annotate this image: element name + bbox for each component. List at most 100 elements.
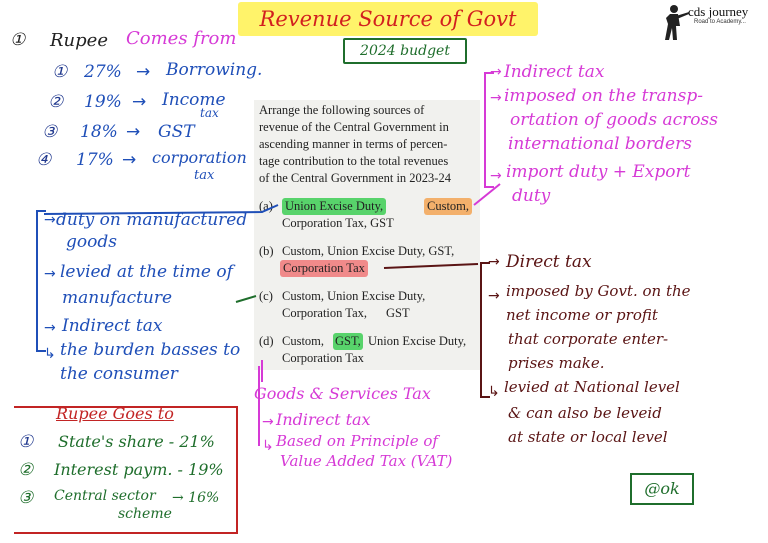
- list-item-pct: 19%: [84, 92, 122, 112]
- page-title: Revenue Source of Govt: [238, 2, 538, 36]
- arrow-icon: →: [126, 122, 141, 142]
- arrow-icon: ↳: [44, 346, 56, 362]
- excise-note: Indirect tax: [62, 316, 163, 336]
- rupee-comes-heading: Rupee: [50, 30, 108, 51]
- question-line: of the Central Government in 2023-24: [259, 171, 451, 185]
- corp-note: prises make.: [508, 354, 605, 372]
- list-item-label: corporation: [152, 148, 247, 167]
- arrow-icon: →: [490, 64, 502, 80]
- gst-bracket: [258, 366, 264, 446]
- connector-corp: [383, 263, 479, 269]
- rupee-goes-item-2: scheme: [118, 506, 172, 522]
- question-line: revenue of the Central Government in: [259, 120, 449, 134]
- option-label: (d): [259, 334, 274, 348]
- option-b-corp: Corporation Tax: [280, 260, 368, 277]
- rupee-goes-heading: Rupee Goes to: [56, 404, 174, 423]
- list-item-num: ②: [18, 460, 34, 480]
- custom-note: imposed on the transp-: [504, 86, 703, 106]
- excise-note: the consumer: [60, 364, 178, 384]
- corp-note: imposed by Govt. on the: [506, 282, 691, 300]
- question-line: ascending manner in terms of percen-: [259, 137, 448, 151]
- option-a-text: Union Excise Duty,: [282, 198, 387, 215]
- excise-note: the burden basses to: [60, 340, 241, 360]
- list-item-label: GST: [158, 122, 195, 142]
- question-line: tage contribution to the total revenues: [259, 154, 449, 168]
- excise-bracket: [36, 210, 46, 352]
- arrow-icon: →: [44, 320, 56, 336]
- custom-note: import duty + Export: [506, 162, 691, 182]
- custom-note: ortation of goods across: [510, 110, 718, 130]
- gst-note: Value Added Tax (VAT): [280, 452, 453, 470]
- excise-note: levied at the time of: [60, 262, 233, 282]
- list-item-label: Income: [162, 90, 226, 110]
- list-item-label-2: tax: [194, 168, 215, 183]
- list-item-pct: 27%: [84, 62, 122, 82]
- answer-box: @ok: [630, 473, 694, 505]
- corp-bracket: [480, 262, 490, 398]
- logo-name: cds journey: [688, 4, 749, 19]
- corp-note: levied at National level: [504, 378, 680, 396]
- budget-tag: 2024 budget: [343, 38, 467, 64]
- option-b-text: Custom, Union Excise Duty, GST,: [282, 244, 455, 258]
- gst-note: Goods & Services Tax: [254, 384, 431, 403]
- option-label: (b): [259, 244, 274, 258]
- option-c-text: Custom, Union Excise Duty,: [282, 289, 426, 303]
- option-d-text-c: Union Excise Duty,: [368, 334, 467, 348]
- list-item-pct: 17%: [76, 150, 114, 170]
- list-item-num: ①: [52, 62, 68, 82]
- question-card: [254, 100, 480, 370]
- list-item-num: ①: [18, 432, 34, 452]
- excise-note: manufacture: [62, 288, 173, 308]
- option-a-custom: Custom,: [424, 198, 473, 215]
- list-item-num: ④: [36, 150, 52, 170]
- rupee-goes-item: Central sector: [54, 488, 156, 504]
- custom-note: international borders: [508, 134, 692, 154]
- arrow-icon: →: [44, 266, 56, 282]
- option-d-text: Custom,: [282, 334, 325, 348]
- connector-custom: [473, 183, 501, 206]
- option-d-line2: Corporation Tax: [282, 351, 364, 365]
- custom-bracket: [484, 72, 494, 188]
- option-a-line2: Corporation Tax, GST: [282, 216, 394, 230]
- tick-mark: [235, 295, 257, 303]
- option-label: (c): [259, 289, 273, 303]
- rupee-goes-box: [14, 406, 238, 534]
- arrow-icon: →: [44, 212, 56, 228]
- corp-note: net income or profit: [506, 306, 658, 324]
- arrow-icon: →: [122, 150, 137, 170]
- custom-note: Indirect tax: [504, 62, 605, 82]
- logo: [660, 2, 766, 42]
- logo-tagline: Road to Academy...: [694, 19, 746, 25]
- list-item-num: ②: [48, 92, 64, 112]
- arrow-icon: →: [262, 414, 274, 430]
- section-bullet: ①: [10, 30, 26, 50]
- option-c-line2b: GST: [386, 306, 410, 320]
- list-item-pct: 18%: [80, 122, 118, 142]
- custom-note: duty: [512, 186, 551, 206]
- rupee-goes-item: State's share - 21%: [58, 432, 215, 451]
- connector-excise: [43, 204, 279, 215]
- arrow-icon: →: [488, 254, 500, 270]
- corp-note: Direct tax: [506, 252, 592, 272]
- soldier-icon: [665, 5, 689, 40]
- gst-note: Based on Principle of: [276, 432, 438, 450]
- rupee-comes-heading-b: Comes from: [126, 28, 237, 49]
- arrow-icon: →: [132, 92, 147, 112]
- rupee-goes-pct: → 16%: [172, 490, 220, 506]
- rupee-goes-item: Interest paym. - 19%: [54, 460, 224, 479]
- arrow-icon: →: [488, 288, 500, 304]
- question-line: Arrange the following sources of: [259, 103, 425, 117]
- option-c-line2a: Corporation Tax,: [282, 306, 367, 320]
- list-item-label: Borrowing.: [166, 60, 263, 80]
- arrow-icon: →: [490, 90, 502, 106]
- list-item-num: ③: [18, 488, 34, 508]
- gst-note: Indirect tax: [276, 410, 371, 429]
- arrow-icon: ↳: [488, 384, 500, 400]
- list-item-num: ③: [42, 122, 58, 142]
- excise-note: duty on manufactured: [56, 210, 248, 230]
- arrow-icon: →: [136, 62, 151, 82]
- arrow-icon: ↳: [262, 438, 274, 454]
- list-item-label-2: tax: [200, 106, 219, 120]
- corp-note: & can also be leveid: [508, 404, 662, 422]
